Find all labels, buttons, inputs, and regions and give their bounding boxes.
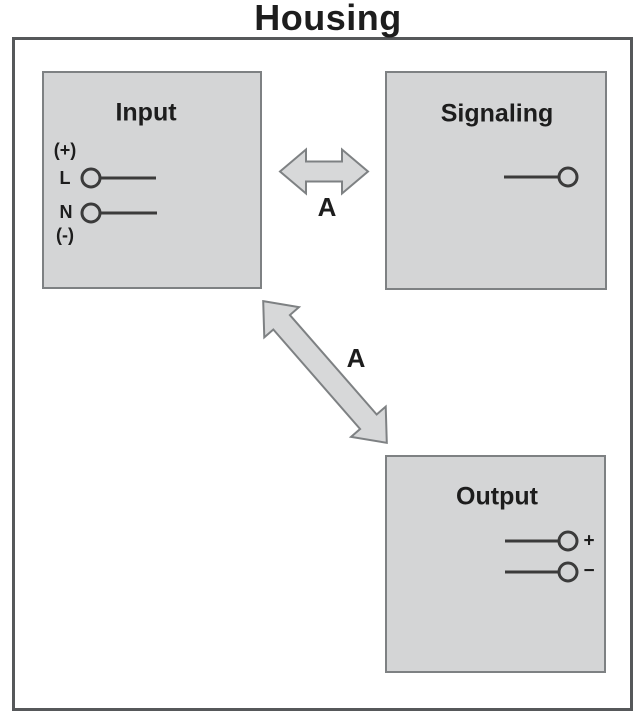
arrow-label-input-output: A (346, 343, 366, 373)
input-neutral-label: N (59, 202, 73, 222)
diagram-title: Housing (254, 0, 402, 38)
arrow-label-input-signaling: A (317, 192, 337, 222)
signaling-block-title: Signaling (440, 99, 554, 128)
output-block-title: Output (456, 482, 538, 511)
input-minus-polarity-label: (-) (56, 225, 74, 245)
input-block (42, 71, 262, 289)
output-minus-label: − (583, 560, 595, 582)
input-plus-polarity-label: (+) (53, 140, 77, 160)
input-line-label: L (59, 168, 71, 188)
input-block-title: Input (115, 98, 177, 127)
output-plus-label: + (583, 530, 595, 552)
